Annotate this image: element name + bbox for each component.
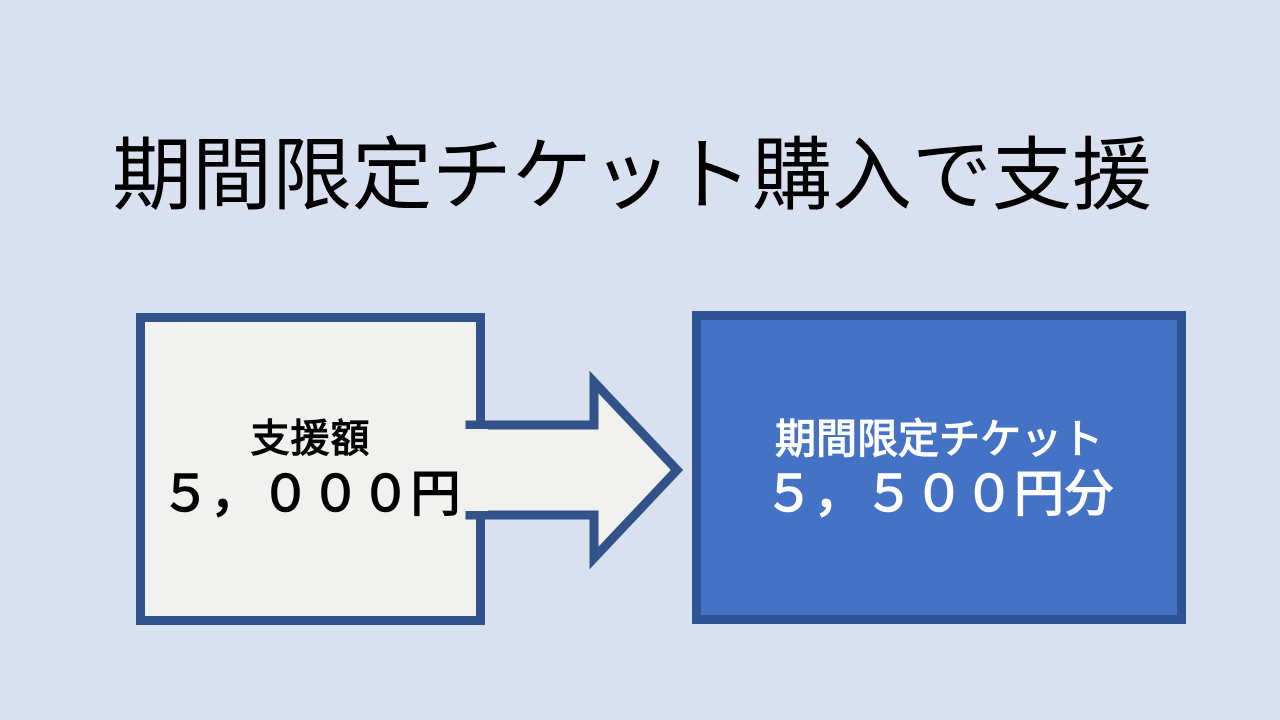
support-amount-box: 支援額 ５，０００円: [136, 313, 485, 625]
support-amount-value: ５，０００円: [160, 466, 461, 522]
limited-ticket-box: 期間限定チケット ５，５００円分: [692, 311, 1186, 624]
right-block-arrow-icon: [458, 370, 685, 570]
limited-ticket-label: 期間限定チケット: [775, 415, 1103, 462]
arrow-tail-join: [458, 429, 488, 511]
arrow-path: [465, 370, 684, 570]
page-title: 期間限定チケット購入で支援: [112, 131, 1152, 220]
right-block-arrow-shape: [458, 370, 684, 570]
limited-ticket-value: ５，５００円分: [764, 465, 1114, 522]
support-amount-label: 支援額: [250, 418, 371, 461]
